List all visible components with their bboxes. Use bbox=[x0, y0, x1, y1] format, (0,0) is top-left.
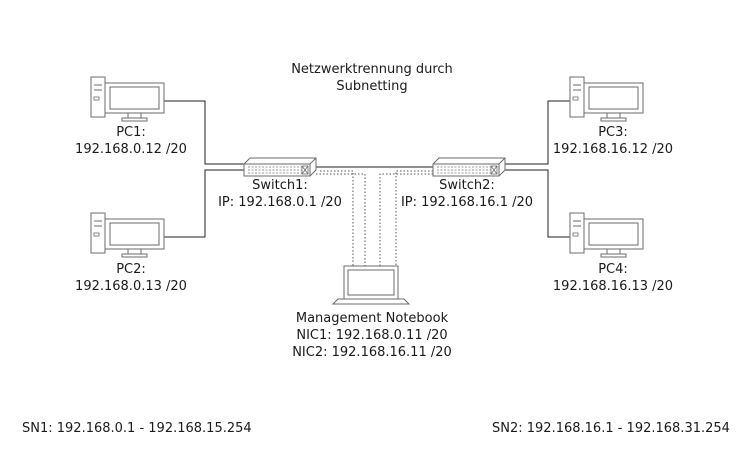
laptop-icon bbox=[331, 265, 411, 305]
pc4-name: PC4: bbox=[598, 262, 628, 277]
notebook-nic1: NIC1: 192.168.0.11 /20 bbox=[296, 328, 448, 343]
link-nic1-switch1 bbox=[320, 170, 354, 266]
switch2-label: Switch2: IP: 192.168.16.1 /20 bbox=[392, 177, 542, 211]
link-pc3-switch2 bbox=[505, 100, 570, 165]
pc1-ip: 192.168.0.12 /20 bbox=[75, 142, 187, 157]
subnet2-range: SN2: 192.168.16.1 - 192.168.31.254 bbox=[492, 421, 730, 436]
switch2-ip: IP: 192.168.16.1 /20 bbox=[400, 195, 534, 210]
pc1-label: PC1: 192.168.0.12 /20 bbox=[56, 124, 206, 158]
subnet1-range: SN1: 192.168.0.1 - 192.168.15.254 bbox=[22, 421, 252, 436]
notebook-label: Management Notebook NIC1: 192.168.0.11 /… bbox=[270, 310, 474, 361]
pc4-label: PC4: 192.168.16.13 /20 bbox=[538, 261, 688, 295]
pc3-ip: 192.168.16.12 /20 bbox=[552, 142, 674, 157]
pc3-label: PC3: 192.168.16.12 /20 bbox=[538, 124, 688, 158]
pc2-label: PC2: 192.168.0.13 /20 bbox=[56, 261, 206, 295]
management-links bbox=[316, 170, 433, 266]
diagram-title: Netzwerktrennung durch Subnetting bbox=[291, 62, 453, 94]
link-pc2-switch1 bbox=[162, 169, 245, 238]
switch1-ip: IP: 192.168.0.1 /20 bbox=[218, 195, 342, 210]
link-pc4-switch2 bbox=[505, 169, 570, 238]
pc4-icon bbox=[569, 212, 644, 258]
switch1-label: Switch1: IP: 192.168.0.1 /20 bbox=[205, 177, 355, 211]
switch2-name: Switch2: bbox=[439, 178, 495, 193]
link-nic2-switch2-b bbox=[379, 173, 433, 266]
pc2-icon bbox=[90, 212, 165, 258]
pc1-icon bbox=[90, 76, 165, 122]
switch1-name: Switch1: bbox=[252, 178, 308, 193]
network-links bbox=[162, 100, 570, 238]
notebook-name: Management Notebook bbox=[295, 311, 449, 326]
pc4-ip: 192.168.16.13 /20 bbox=[552, 279, 674, 294]
link-pc1-switch1 bbox=[162, 100, 245, 165]
pc1-name: PC1: bbox=[116, 125, 146, 140]
link-nic1-switch1-b bbox=[316, 173, 366, 266]
notebook-nic2: NIC2: 192.168.16.11 /20 bbox=[292, 345, 452, 360]
pc2-name: PC2: bbox=[116, 262, 146, 277]
switch1-icon bbox=[243, 157, 317, 177]
pc3-icon bbox=[569, 76, 644, 122]
pc2-ip: 192.168.0.13 /20 bbox=[75, 279, 187, 294]
pc3-name: PC3: bbox=[598, 125, 628, 140]
switch2-icon bbox=[432, 157, 506, 177]
